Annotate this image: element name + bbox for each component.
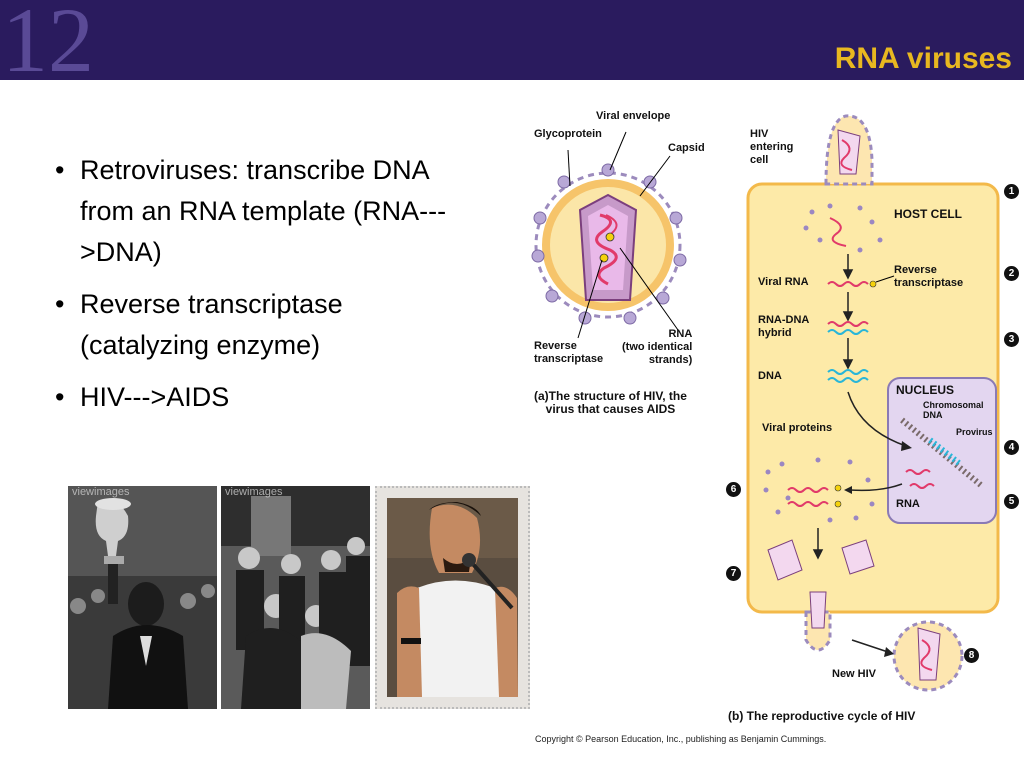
label-host-cell: HOST CELL xyxy=(894,207,962,221)
slide-header: 12 RNA viruses xyxy=(0,0,1024,86)
label-provirus: Provirus xyxy=(956,427,993,437)
bullet-item: •Reverse transcriptase (catalyzing enzym… xyxy=(55,289,343,360)
step-number: 5 xyxy=(1004,494,1019,509)
label-reverse-transcriptase-a: Reverse transcriptase xyxy=(534,340,604,365)
step-number: 4 xyxy=(1004,440,1019,455)
label-rna-a: RNA (two identical strands) xyxy=(622,328,693,366)
label-reverse-transcriptase-b: Reverse transcriptase xyxy=(894,264,964,289)
label-viral-envelope: Viral envelope xyxy=(596,110,671,122)
label-capsid: Capsid xyxy=(668,142,705,154)
caption-b: (b) The reproductive cycle of HIV xyxy=(728,709,916,723)
photo-watermark: viewimages xyxy=(225,486,283,498)
bullet-item: •HIV--->AIDS xyxy=(55,382,230,412)
label-new-hiv: New HIV xyxy=(832,668,877,680)
label-chromosomal-dna: Chromosomal DNA xyxy=(923,400,984,420)
label-dna: DNA xyxy=(758,370,782,382)
label-viral-proteins: Viral proteins xyxy=(762,422,833,434)
step-number: 1 xyxy=(1004,184,1019,199)
step-number: 7 xyxy=(726,566,741,581)
label-nucleus: NUCLEUS xyxy=(896,383,955,397)
bullet-list: •Retroviruses: transcribe DNA from an RN… xyxy=(55,150,475,429)
bullet-item: •Retroviruses: transcribe DNA from an RN… xyxy=(55,155,447,267)
label-rna-b: RNA xyxy=(896,498,920,510)
step-number: 6 xyxy=(726,482,741,497)
step-number: 2 xyxy=(1004,266,1019,281)
step-number: 8 xyxy=(964,648,979,663)
slide-number: 12 xyxy=(2,0,94,91)
photo-singer-image xyxy=(387,498,518,697)
hiv-diagram-figure xyxy=(531,114,1000,692)
label-rna-dna-hybrid: RNA-DNA hybrid xyxy=(758,314,810,339)
slide-title: RNA viruses xyxy=(834,42,1012,75)
label-glycoprotein: Glycoprotein xyxy=(534,128,602,140)
step-number: 3 xyxy=(1004,332,1019,347)
hiv-diagram: Viral envelope Glycoprotein Capsid Rever… xyxy=(530,100,1024,750)
photo-singer-stamp xyxy=(375,486,530,709)
hiv-virus-structure xyxy=(531,131,687,339)
copyright: Copyright © Pearson Education, Inc., pub… xyxy=(535,734,827,744)
photo-group: viewimages xyxy=(221,486,370,709)
photo-watermark: viewimages xyxy=(72,486,130,498)
label-hiv-entering: HIV entering cell xyxy=(750,128,794,166)
photo-trophy-image xyxy=(68,486,217,709)
label-viral-rna: Viral RNA xyxy=(758,276,809,288)
photo-group-image xyxy=(221,486,370,709)
caption-a: (a)The structure of HIV, the virus that … xyxy=(534,389,687,416)
photo-trophy: viewimages xyxy=(68,486,217,709)
